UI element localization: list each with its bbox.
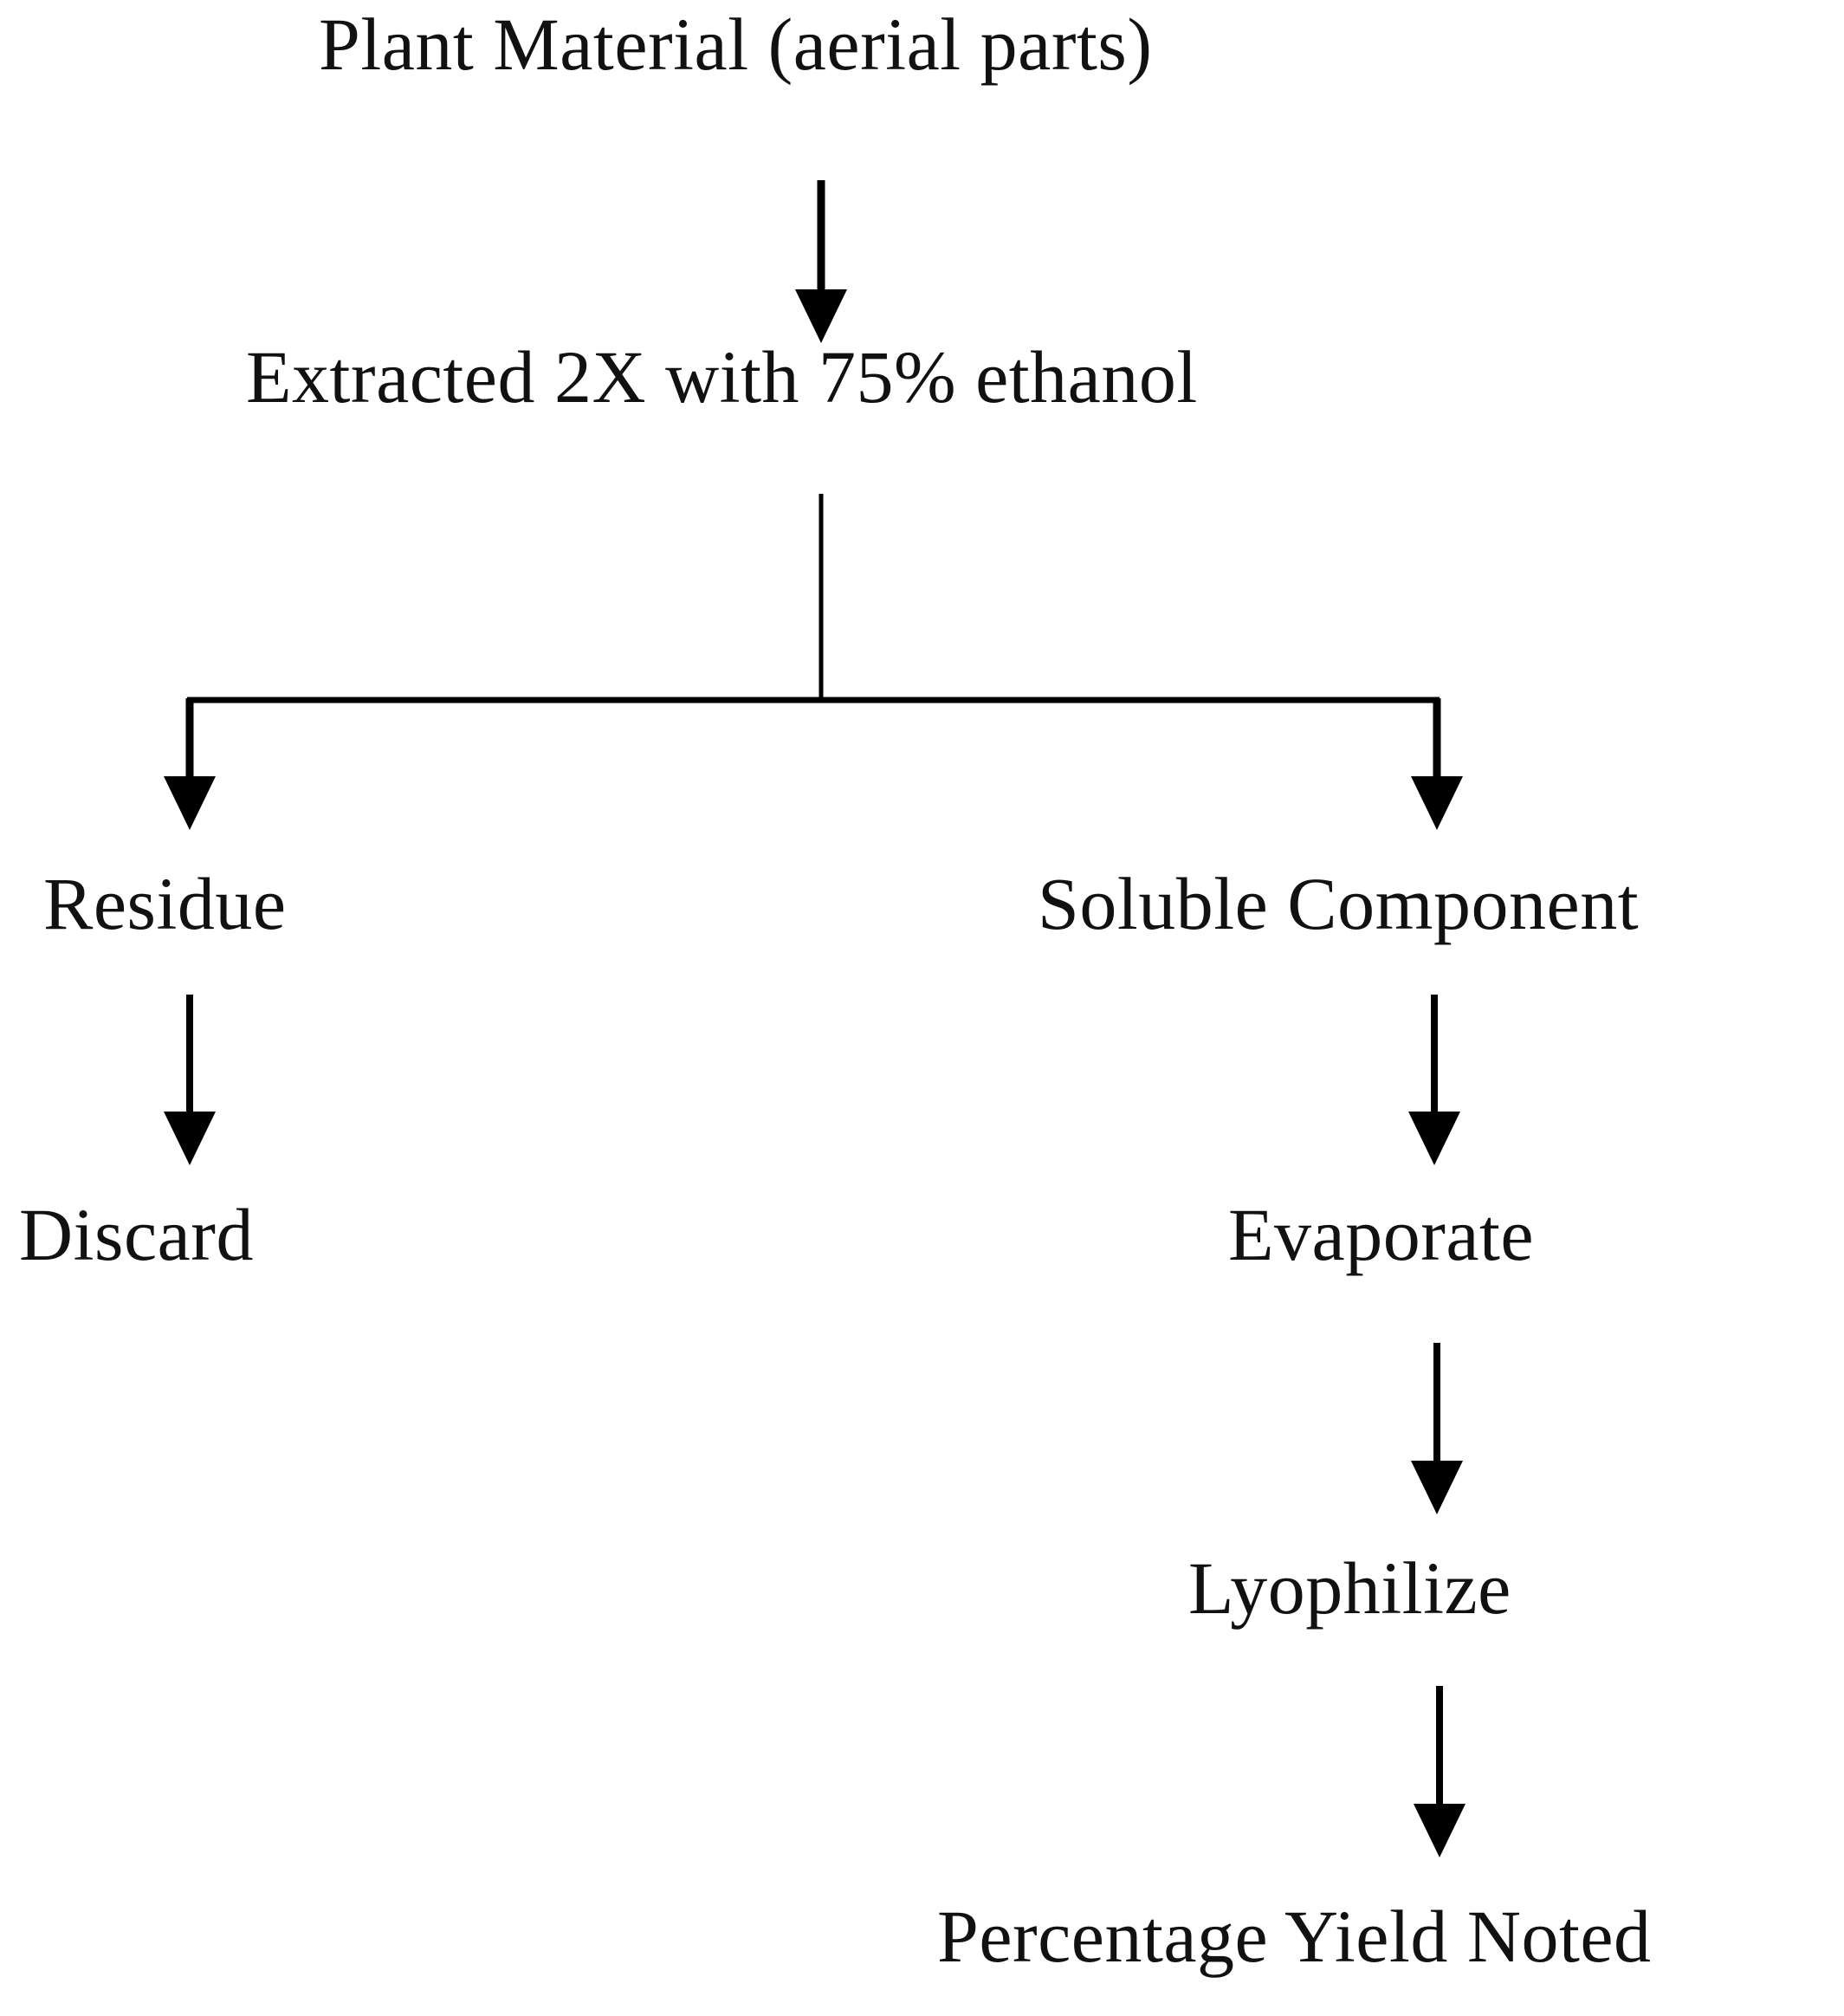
- edge-n2-split: [187, 494, 1440, 703]
- node-discard: Discard: [19, 1193, 254, 1276]
- edge-split-n3a: [164, 698, 216, 830]
- node-soluble-component: Soluble Component: [1038, 862, 1640, 945]
- edge-n1-n2: [795, 180, 847, 343]
- edge-n5-n6: [1414, 1686, 1465, 1857]
- node-extracted-ethanol: Extracted 2X with 75% ethanol: [246, 335, 1198, 418]
- node-residue: Residue: [43, 862, 287, 945]
- node-evaporate: Evaporate: [1228, 1193, 1535, 1276]
- edge-split-n3b: [1411, 698, 1463, 830]
- edge-n3b-n4b: [1408, 995, 1460, 1165]
- edge-n4b-n5: [1411, 1343, 1463, 1514]
- node-lyophilize: Lyophilize: [1188, 1546, 1511, 1630]
- node-percentage-yield: Percentage Yield Noted: [937, 1895, 1652, 1978]
- edge-n3a-n4a: [164, 995, 216, 1165]
- node-plant-material: Plant Material (aerial parts): [319, 3, 1153, 86]
